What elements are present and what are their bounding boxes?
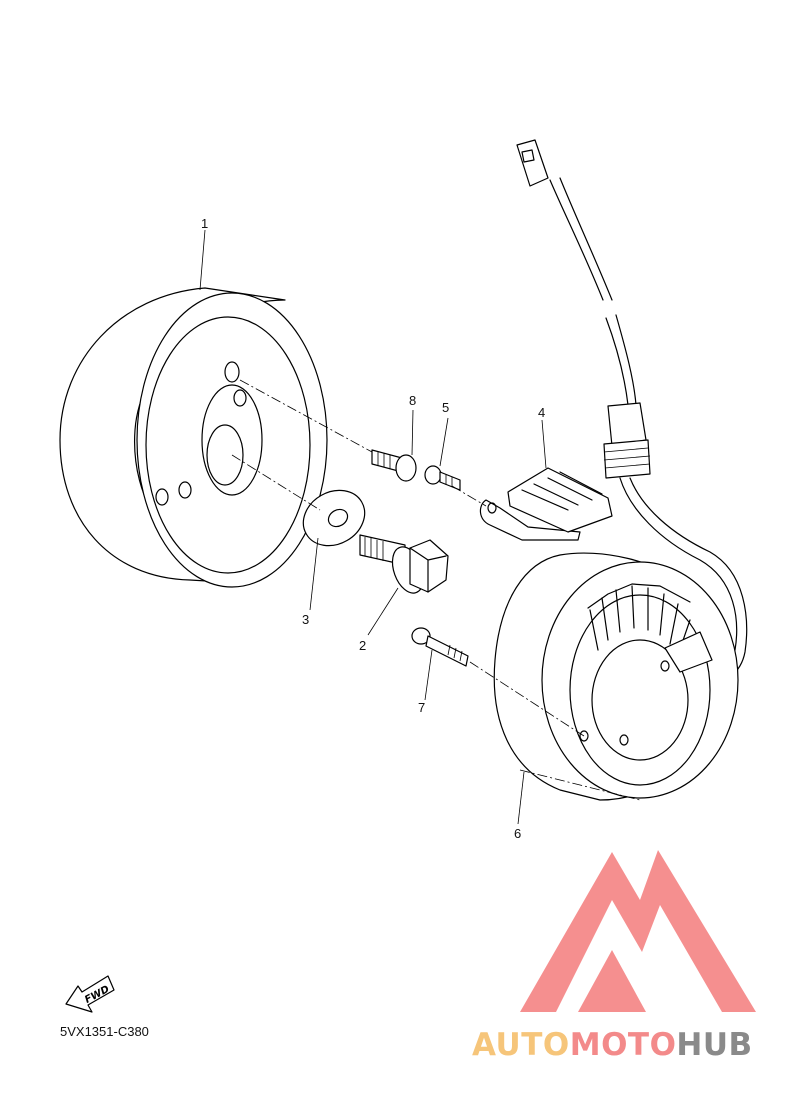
watermark-auto: AUTO [472,1027,570,1063]
logo-triangle-icon [520,850,756,1012]
callout-1: 1 [201,216,208,231]
part-code: 5VX1351-C380 [60,1024,149,1039]
callout-numbers: 1 2 3 4 5 6 7 8 [201,216,545,841]
stator [493,552,739,801]
screw-8 [371,449,417,482]
automotohub-logo [520,850,756,1012]
washer [302,489,366,547]
callout-4: 4 [538,405,545,420]
callout-3: 3 [302,612,309,627]
long-bolt [411,627,469,667]
screw-5 [424,465,461,491]
watermark-hub: HUB [676,1027,752,1063]
alignment-lines [231,379,641,801]
watermark-text: AUTOMOTOHUB [472,1027,753,1063]
leader-lines [199,229,547,825]
callout-6: 6 [514,826,521,841]
fwd-arrow: FWD [65,975,115,1013]
flange-bolt [359,534,449,594]
callout-5: 5 [442,400,449,415]
callout-8: 8 [409,393,416,408]
watermark-moto: MOTO [570,1027,677,1063]
flywheel-rotor [59,287,328,588]
wire-harness [516,139,748,685]
callout-7: 7 [418,700,425,715]
pickup-bracket [479,467,613,541]
callout-2: 2 [359,638,366,653]
